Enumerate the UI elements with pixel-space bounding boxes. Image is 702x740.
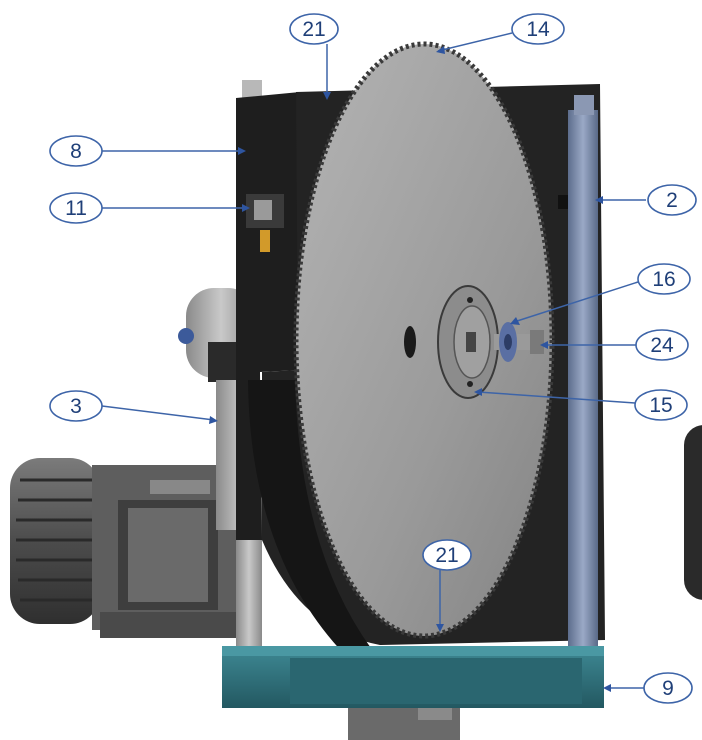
callout-9-label: 9 — [662, 677, 674, 700]
callout-15-label: 15 — [649, 394, 672, 417]
callout-16-label: 16 — [652, 268, 675, 291]
callout-2-label: 2 — [666, 189, 678, 212]
callout-8: 8 — [49, 135, 103, 167]
callout-11: 11 — [49, 192, 103, 224]
callout-24-label: 24 — [650, 334, 674, 357]
base-plate — [222, 646, 604, 708]
callout-3: 3 — [49, 390, 103, 422]
callout-21-bottom: 21 — [422, 539, 472, 571]
callout-11-label: 11 — [65, 197, 87, 220]
callout-21-top-label: 21 — [302, 18, 325, 41]
callout-3-label: 3 — [70, 395, 82, 418]
shaft-assembly — [494, 322, 544, 362]
callout-8-label: 8 — [70, 140, 82, 163]
callout-16: 16 — [637, 263, 691, 295]
callout-14-label: 14 — [526, 18, 550, 41]
callout-2: 2 — [647, 184, 697, 216]
callout-15: 15 — [634, 389, 688, 421]
drive-motor — [10, 458, 250, 638]
blade-flange — [437, 285, 499, 399]
callout-21-top: 21 — [289, 13, 339, 45]
callout-24: 24 — [635, 329, 689, 361]
saw-blade — [293, 41, 555, 639]
arrowheads — [209, 46, 611, 692]
adjacent-motor-partial — [684, 425, 702, 600]
callout-9: 9 — [643, 672, 693, 704]
callout-21-bottom-label: 21 — [435, 544, 458, 567]
leader-lines — [101, 32, 646, 689]
callout-14: 14 — [511, 13, 565, 45]
support-column-right — [568, 95, 598, 658]
